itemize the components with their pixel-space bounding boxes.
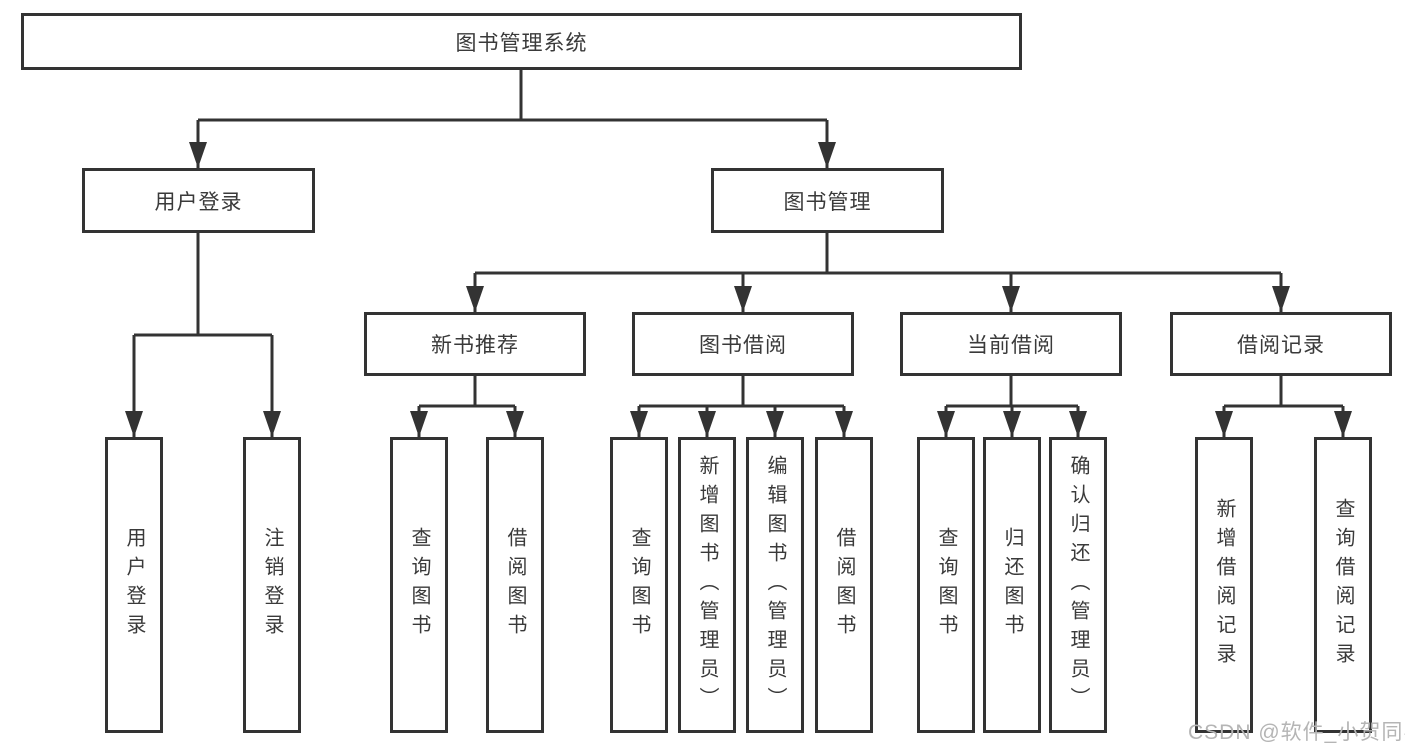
leaf-record-query-record: 查询借阅记录 (1314, 437, 1372, 733)
node-borrow-record: 借阅记录 (1170, 312, 1392, 376)
leaf-newbook-borrow-book: 借阅图书 (486, 437, 544, 733)
leaf-user-login: 用户登录 (105, 437, 163, 733)
leaf-borrow-add-book-admin: 新增图书（管理员） (678, 437, 736, 733)
node-new-book-recommend: 新书推荐 (364, 312, 586, 376)
node-user-login: 用户登录 (82, 168, 315, 233)
csdn-watermark: CSDN @软件_小贺同学 (1188, 721, 1405, 744)
leaf-logout: 注销登录 (243, 437, 301, 733)
node-book-borrow: 图书借阅 (632, 312, 854, 376)
leaf-borrow-edit-book-admin: 编辑图书（管理员） (746, 437, 804, 733)
node-current-borrow: 当前借阅 (900, 312, 1122, 376)
arrow-drops (125, 120, 1352, 437)
branch-rails (134, 69, 1343, 408)
node-library-management-system: 图书管理系统 (21, 13, 1022, 70)
leaf-current-query-book: 查询图书 (917, 437, 975, 733)
leaf-current-return-book: 归还图书 (983, 437, 1041, 733)
leaf-newbook-query-book: 查询图书 (390, 437, 448, 733)
leaf-borrow-query-book: 查询图书 (610, 437, 668, 733)
node-book-management: 图书管理 (711, 168, 944, 233)
leaf-current-confirm-return-admin: 确认归还（管理员） (1049, 437, 1107, 733)
leaf-record-add-record: 新增借阅记录 (1195, 437, 1253, 733)
leaf-borrow-borrow-book: 借阅图书 (815, 437, 873, 733)
